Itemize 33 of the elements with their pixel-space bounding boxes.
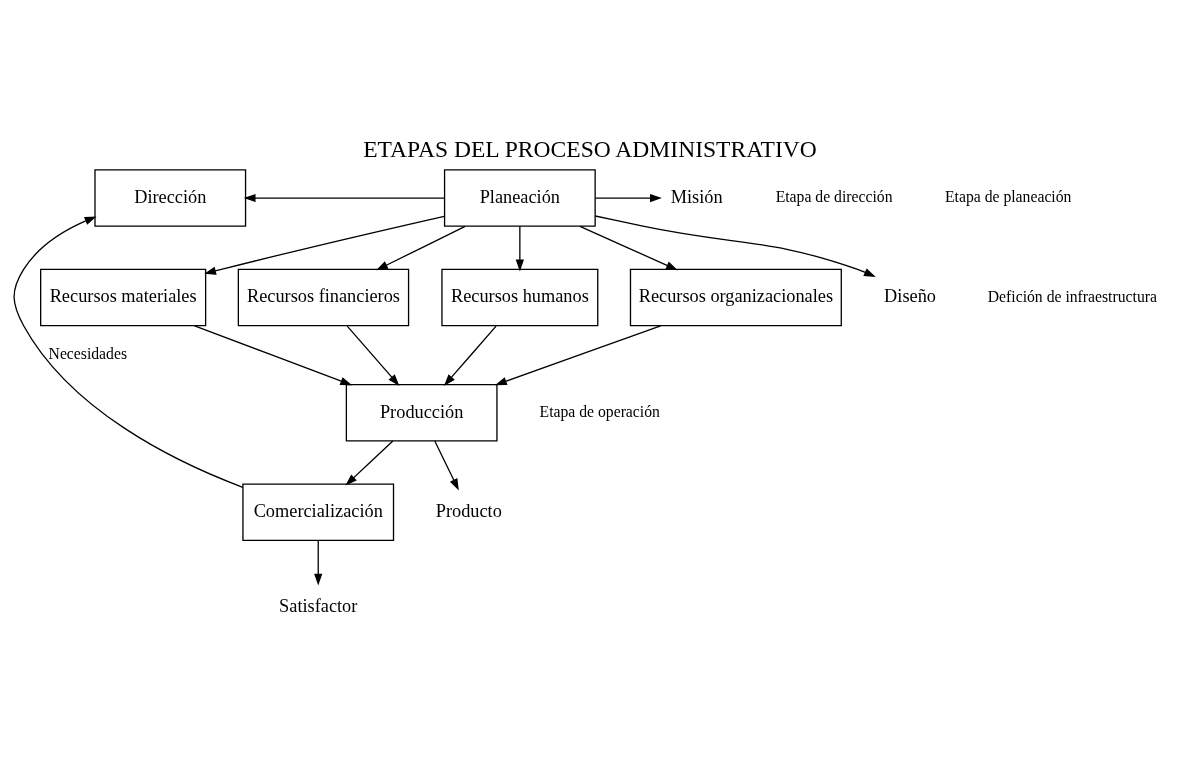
arrow [579, 225, 678, 270]
arrow [345, 439, 394, 485]
node-text: Misión [670, 186, 723, 207]
label: Etapa de planeación [945, 187, 1072, 205]
node-box: Recursos financieros [237, 268, 410, 326]
label: Defición de infraestructura [987, 287, 1157, 305]
node-box: Planeación [443, 168, 596, 227]
arrow [376, 225, 466, 270]
arrow [495, 324, 662, 385]
arrow [443, 324, 497, 386]
arrow [594, 193, 662, 202]
node-text: Diseño [884, 285, 936, 306]
arrow [243, 193, 445, 202]
label: Etapa de operación [539, 402, 660, 420]
arrow [204, 215, 445, 275]
arrow [194, 324, 353, 385]
node-box: Producción [345, 383, 498, 442]
arrow [515, 225, 524, 271]
label: Etapa de dirección [775, 187, 893, 205]
arrow [434, 439, 459, 490]
node-box: Recursos materiales [40, 268, 207, 326]
node-text: Producto [435, 500, 502, 521]
arrow [346, 324, 400, 386]
node-box: Recursos humanos [441, 268, 599, 326]
arrow [13, 216, 244, 488]
arrow [314, 539, 323, 586]
arrow [594, 214, 876, 277]
edge-label: Necesidades [48, 344, 128, 362]
diagram-title: ETAPAS DEL PROCESO ADMINISTRATIVO [363, 135, 817, 162]
node-box: Recursos organizacionales [629, 268, 842, 326]
node-box: Comercialización [242, 482, 395, 541]
node-text: Satisfactor [279, 595, 358, 616]
node-box: Dirección [94, 168, 247, 227]
